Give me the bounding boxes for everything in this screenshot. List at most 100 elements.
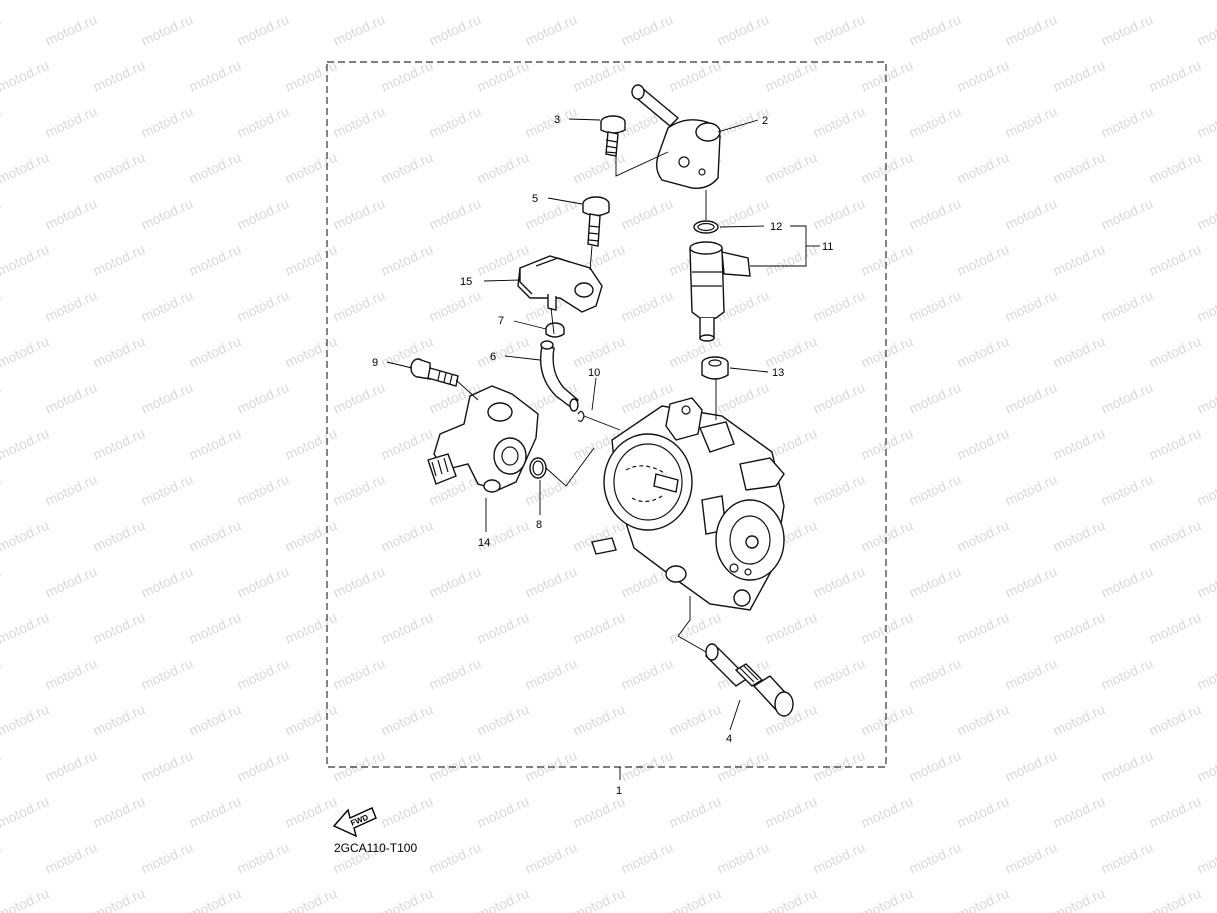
watermark-text: motod.ru	[1003, 839, 1060, 877]
watermark-text: motod.ru	[955, 517, 1012, 555]
watermark-text: motod.ru	[523, 11, 580, 49]
watermark-text: motod.ru	[763, 149, 820, 187]
watermark-text: motod.ru	[139, 747, 196, 785]
watermark-text: motod.ru	[1051, 793, 1108, 831]
watermark-text: motod.ru	[43, 11, 100, 49]
watermark-text: motod.ru	[523, 839, 580, 877]
watermark-text: motod.ru	[283, 0, 340, 3]
watermark-text: motod.ru	[1099, 287, 1156, 325]
watermark-text: motod.ru	[859, 241, 916, 279]
watermark-text: motod.ru	[43, 103, 100, 141]
watermark-text: motod.ru	[91, 425, 148, 463]
watermark-text: motod.ru	[763, 333, 820, 371]
watermark-text: motod.ru	[955, 241, 1012, 279]
watermark-text: motod.ru	[283, 793, 340, 831]
watermark-text: motod.ru	[43, 379, 100, 417]
watermark-text: motod.ru	[1099, 11, 1156, 49]
watermark-text: motod.ru	[1051, 701, 1108, 739]
watermark-text: motod.ru	[1051, 425, 1108, 463]
callouts: 1 2 3 4 5 6 7 8 9 10 11 12 13 14 15	[372, 114, 833, 797]
watermark-text: motod.ru	[907, 379, 964, 417]
watermark-text: motod.ru	[0, 839, 3, 877]
watermark-text: motod.ru	[1147, 793, 1204, 831]
watermark-text: motod.ru	[715, 747, 772, 785]
watermark-text: motod.ru	[1099, 839, 1156, 877]
watermark-text: motod.ru	[187, 57, 244, 95]
watermark-text: motod.ru	[811, 563, 868, 601]
watermark-text: motod.ru	[667, 701, 724, 739]
watermark-text: motod.ru	[379, 793, 436, 831]
watermark-text: motod.ru	[619, 747, 676, 785]
watermark-text: motod.ru	[43, 563, 100, 601]
watermark-text: motod.ru	[859, 793, 916, 831]
callout-10: 10	[588, 367, 600, 379]
watermark-text: motod.ru	[1099, 747, 1156, 785]
watermark-text: motod.ru	[1003, 103, 1060, 141]
watermark-text: motod.ru	[955, 609, 1012, 647]
watermark-text: motod.ru	[139, 839, 196, 877]
watermark-text: motod.ru	[235, 655, 292, 693]
watermark-text: motod.ru	[91, 793, 148, 831]
watermark-text: motod.ru	[0, 103, 3, 141]
watermark-text: motod.ru	[571, 333, 628, 371]
watermark-text: motod.ru	[1195, 471, 1217, 509]
watermark-text: motod.ru	[187, 609, 244, 647]
watermark-text: motod.ru	[811, 11, 868, 49]
watermark-text: motod.ru	[1147, 241, 1204, 279]
callout-14: 14	[478, 537, 490, 549]
watermark-text: motod.ru	[1099, 655, 1156, 693]
part-4-sensor	[704, 643, 794, 717]
watermark-text: motod.ru	[139, 11, 196, 49]
watermark-text: motod.ru	[0, 701, 51, 739]
watermark-text: motod.ru	[523, 563, 580, 601]
watermark-text: motod.ru	[1147, 701, 1204, 739]
watermark-text: motod.ru	[427, 747, 484, 785]
watermark-text: motod.ru	[331, 195, 388, 233]
part-6-hose	[539, 340, 579, 412]
watermark-text: motod.ru	[763, 0, 820, 3]
watermark-text: motod.ru	[187, 241, 244, 279]
watermark-text: motod.ru	[0, 379, 3, 417]
watermark-text: motod.ru	[859, 0, 916, 3]
watermark-text: motod.ru	[427, 839, 484, 877]
watermark-text: motod.ru	[907, 747, 964, 785]
watermark-text: motod.ru	[187, 0, 244, 3]
watermark-text: motod.ru	[91, 609, 148, 647]
part-10-clip	[577, 410, 585, 422]
watermark-text: motod.ru	[331, 287, 388, 325]
watermark-text: motod.ru	[379, 149, 436, 187]
watermark-text: motod.ru	[91, 701, 148, 739]
watermark-text: motod.ru	[475, 149, 532, 187]
watermark-text: motod.ru	[1195, 379, 1217, 417]
watermark-text: motod.ru	[811, 195, 868, 233]
part-9-bolt	[410, 358, 459, 387]
watermark-text: motod.ru	[1147, 425, 1204, 463]
watermark-text: motod.ru	[907, 655, 964, 693]
watermark-text: motod.ru	[955, 149, 1012, 187]
part-2-fuel-joint	[631, 84, 721, 189]
watermark-text: motod.ru	[475, 517, 532, 555]
watermark-text: motod.ru	[811, 471, 868, 509]
watermark-text: motod.ru	[811, 747, 868, 785]
watermark-text: motod.ru	[955, 333, 1012, 371]
watermark-text: motod.ru	[427, 287, 484, 325]
watermark-text: motod.ru	[331, 471, 388, 509]
watermark-text: motod.ru	[1147, 57, 1204, 95]
watermark-text: motod.ru	[283, 885, 340, 913]
callout-11: 11	[822, 241, 833, 253]
watermark-text: motod.ru	[1051, 57, 1108, 95]
watermark-text: motod.ru	[0, 149, 51, 187]
watermark-text: motod.ru	[0, 793, 51, 831]
callout-6: 6	[490, 351, 496, 363]
watermark-text: motod.ru	[235, 839, 292, 877]
watermark-text: motod.ru	[187, 149, 244, 187]
part-13-seal	[701, 356, 729, 380]
watermark-text: motod.ru	[43, 195, 100, 233]
watermark-text: motod.ru	[427, 195, 484, 233]
watermark-text: motod.ru	[1051, 0, 1108, 3]
watermark-text: motod.ru	[235, 195, 292, 233]
watermark-text: motod.ru	[1003, 563, 1060, 601]
watermark-text: motod.ru	[1195, 103, 1217, 141]
watermark-text: motod.ru	[139, 563, 196, 601]
watermark-text: motod.ru	[1195, 11, 1217, 49]
